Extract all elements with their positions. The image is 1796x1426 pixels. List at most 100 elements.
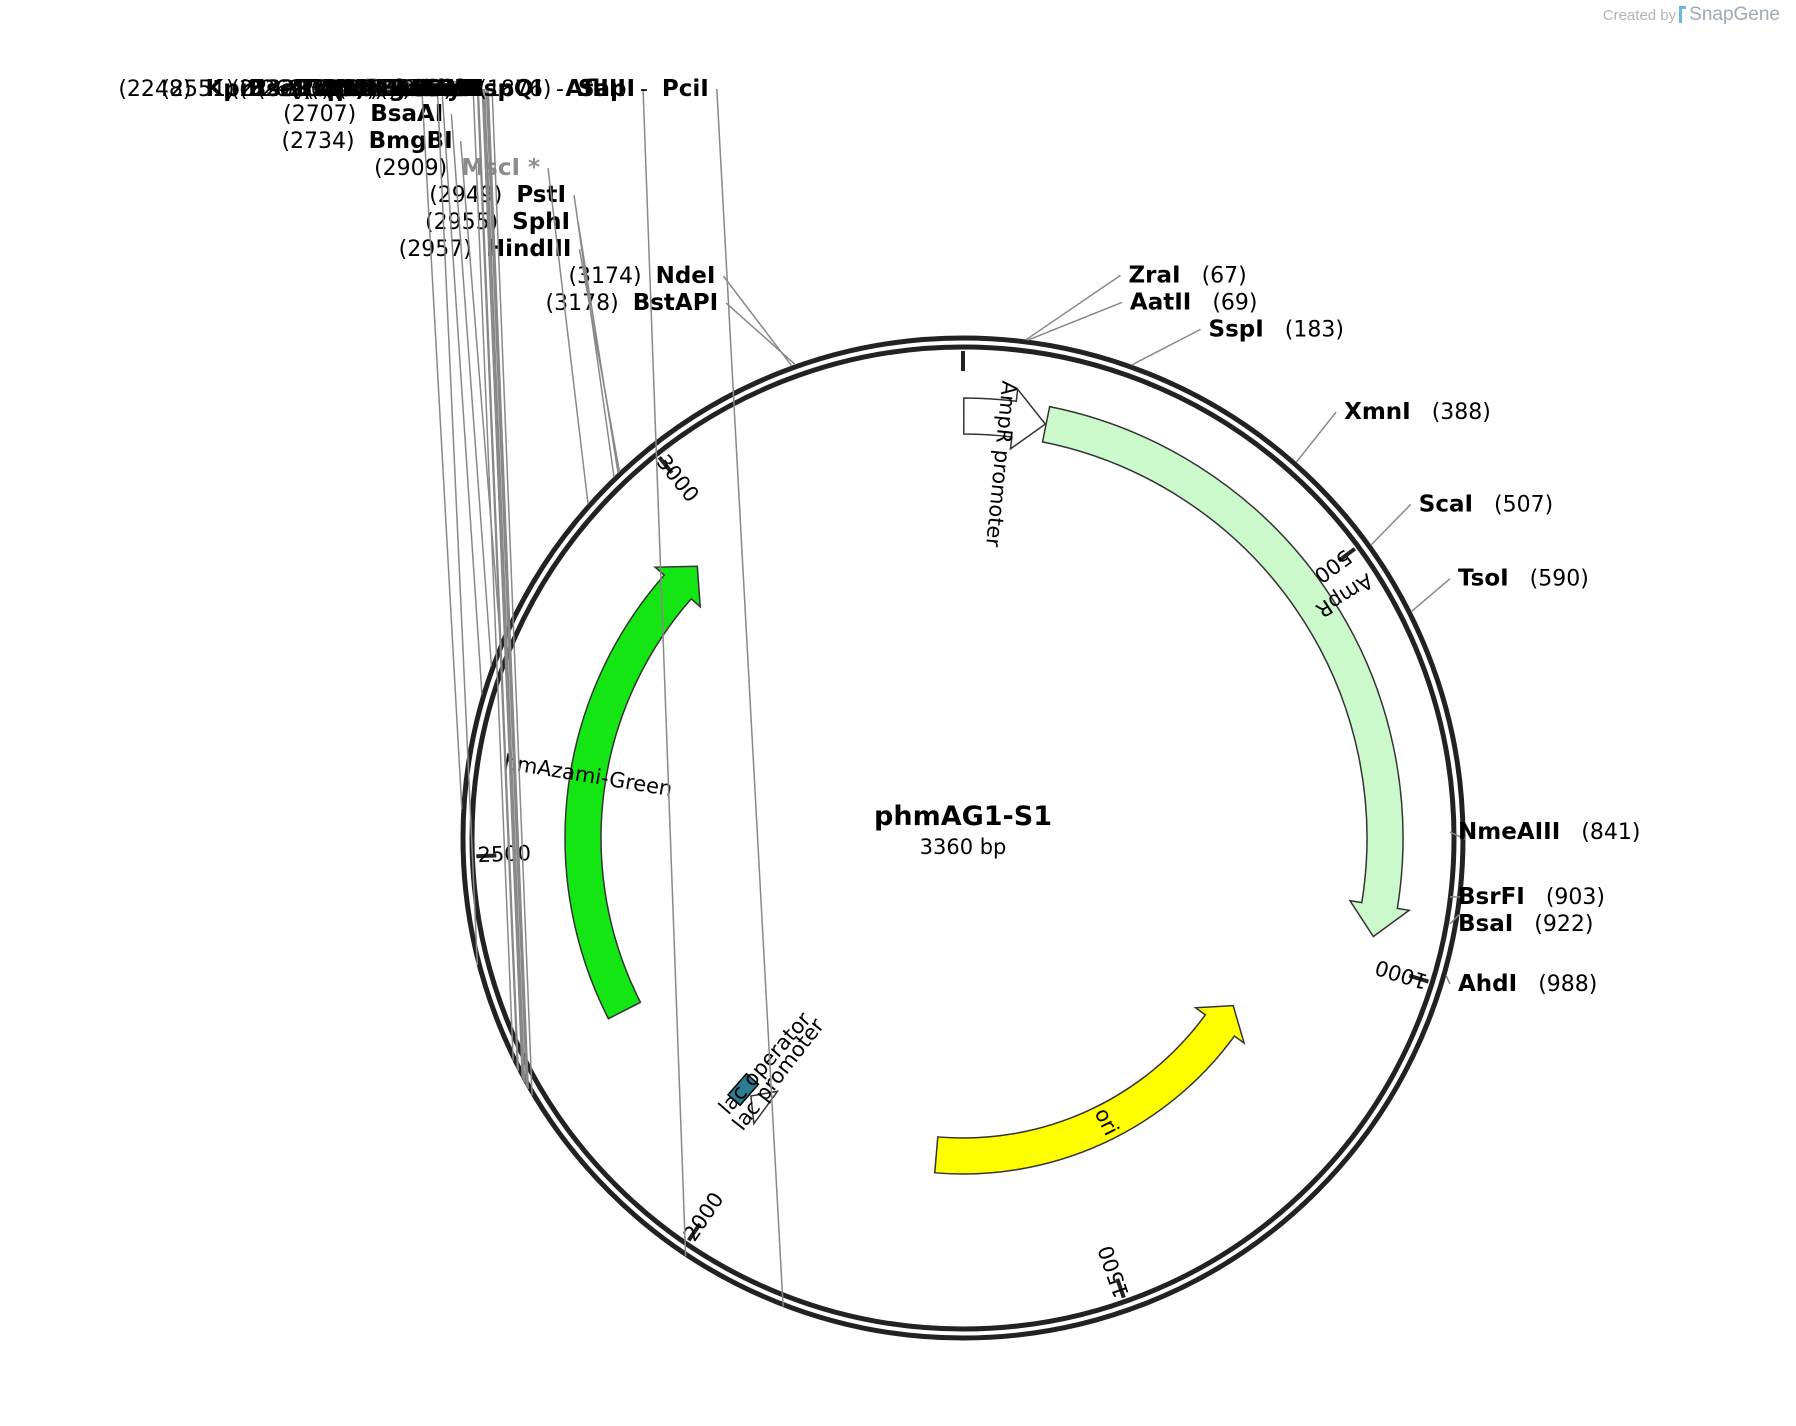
- site-label[interactable]: (2248) KpnI - TspMI - XmaI: [118, 76, 476, 102]
- site-zrai[interactable]: ZraI (67): [1025, 262, 1247, 341]
- site-bsai[interactable]: BsaI (922): [1449, 911, 1593, 937]
- enzyme-name: BspQI: [466, 76, 542, 102]
- enzyme-name: StyI: [419, 76, 470, 102]
- site-label[interactable]: (2250) SmaI: [324, 76, 476, 102]
- site-label[interactable]: (3178) BstAPI: [546, 290, 719, 316]
- site-label[interactable]: (2242) SacI: [338, 76, 479, 102]
- site-leader-line: [482, 88, 525, 1081]
- site-ncoi[interactable]: (2262) NcoI - StyI: [239, 76, 520, 1071]
- site-label[interactable]: (1876) AflIII - PciI: [478, 76, 709, 102]
- site-label[interactable]: (2955) SphI: [425, 209, 570, 235]
- site-bsaai[interactable]: (2707) BsaAI: [283, 101, 493, 667]
- site-tsoi[interactable]: TsoI (590): [1410, 566, 1589, 613]
- site-eco53ki[interactable]: (2240) Eco53kI: [292, 76, 530, 1090]
- site-leader-line: [1449, 831, 1466, 840]
- site-label[interactable]: NmeAIII (841): [1458, 819, 1640, 845]
- site-label[interactable]: (2262) NcoI - StyI: [239, 76, 470, 102]
- site-ahdi[interactable]: AhdI (988): [1445, 971, 1597, 997]
- site-label[interactable]: BsaI (922): [1458, 911, 1593, 937]
- feature-arrow[interactable]: [750, 1090, 780, 1126]
- site-leader-line: [1025, 274, 1121, 341]
- site-position: (903): [1546, 885, 1605, 910]
- site-label[interactable]: (3174) NdeI: [568, 263, 715, 289]
- site-position: (67): [1202, 263, 1247, 288]
- site-apoi[interactable]: (2232) ApoI - EcoRI: [231, 76, 533, 1096]
- feature-arrow[interactable]: [564, 565, 702, 1020]
- site-label[interactable]: AhdI (988): [1458, 971, 1597, 997]
- site-label[interactable]: ZraI (67): [1128, 262, 1246, 288]
- site-label[interactable]: BsrFI (903): [1458, 884, 1605, 910]
- site-ndei[interactable]: (3174) NdeI: [568, 263, 793, 367]
- site-scai[interactable]: ScaI (507): [1370, 491, 1553, 546]
- feature-ori[interactable]: ori: [933, 1004, 1246, 1175]
- site-pflmi[interactable]: (2383) PflMI *: [257, 76, 479, 966]
- site-label[interactable]: (2244) Acc65I: [306, 76, 479, 102]
- site-label[interactable]: (2240) Eco53kI: [292, 76, 480, 102]
- site-leader-line: [450, 114, 493, 667]
- site-position: (841): [1581, 820, 1640, 845]
- feature-arrow[interactable]: [933, 1004, 1246, 1175]
- site-leader-line: [459, 141, 502, 643]
- site-label[interactable]: TsoI (590): [1458, 566, 1589, 592]
- site-bamhi[interactable]: (2253) BamHI: [302, 76, 524, 1079]
- site-xmni[interactable]: XmnI (388): [1295, 399, 1491, 463]
- site-label[interactable]: (2274) BclI *: [310, 76, 465, 102]
- site-acc65i[interactable]: (2244) Acc65I: [306, 76, 528, 1086]
- site-msci[interactable]: (2909) MscI *: [374, 155, 589, 505]
- site-label[interactable]: (2383) PflMI *: [257, 76, 430, 102]
- site-bcli[interactable]: (2274) BclI *: [310, 76, 514, 1061]
- site-label[interactable]: (2264) AleI: [332, 76, 469, 102]
- site-label[interactable]: XmnI (388): [1344, 399, 1491, 425]
- site-sphi[interactable]: (2955) SphI: [425, 209, 619, 474]
- site-leader-line: [421, 88, 463, 809]
- enzyme-name: ApoI: [318, 76, 377, 102]
- site-saci[interactable]: (2242) SacI: [338, 76, 529, 1088]
- site-label[interactable]: (2734) BmgBI: [281, 128, 452, 154]
- site-kpni[interactable]: (2248) KpnI - TspMI - XmaI: [118, 76, 526, 1083]
- site-sspi[interactable]: SspI (183): [1131, 316, 1344, 366]
- site-position: (183): [1285, 317, 1344, 342]
- site-spacer: [1264, 317, 1285, 342]
- site-position: (388): [1432, 400, 1491, 425]
- enzyme-name: AhdI: [1458, 971, 1517, 997]
- site-bstapi[interactable]: (3178) BstAPI: [546, 290, 796, 366]
- feature-arrow[interactable]: [1041, 405, 1412, 938]
- site-bsrfi[interactable]: BsrFI (903): [1449, 884, 1605, 910]
- site-position: (3174): [568, 264, 641, 289]
- site-separator: [619, 291, 633, 316]
- site-label[interactable]: (2551) BseRI - BsgI: [161, 76, 413, 102]
- site-alei[interactable]: (2264) AleI: [332, 76, 519, 1070]
- feature-shape[interactable]: [726, 1072, 760, 1107]
- site-label[interactable]: (2675) BbsI: [291, 76, 434, 102]
- site-afliii[interactable]: (1876) AflIII - PciI: [478, 76, 784, 1307]
- feature-ampr[interactable]: AmpR: [1041, 405, 1412, 938]
- tick-label: 3000: [652, 450, 704, 507]
- enzyme-name: XmaI: [411, 76, 477, 102]
- site-aatii[interactable]: AatII (69): [1027, 289, 1258, 341]
- site-separator: [191, 77, 205, 102]
- enzyme-name: SapI: [578, 76, 635, 102]
- feature-hmazami-green[interactable]: hmAzami-Green: [502, 565, 702, 1020]
- site-label[interactable]: AatII (69): [1130, 289, 1258, 315]
- feature-arrow[interactable]: [963, 387, 1047, 451]
- site-leader-line: [1410, 578, 1451, 613]
- site-label[interactable]: (1993) BspQI - SapI: [379, 76, 635, 102]
- site-smai[interactable]: (2250) SmaI: [324, 76, 525, 1081]
- site-label[interactable]: (2707) BsaAI: [283, 101, 443, 127]
- site-bspqi[interactable]: (1993) BspQI - SapI: [379, 76, 687, 1257]
- site-position: (2244): [306, 77, 379, 102]
- site-spacer: [1560, 820, 1581, 845]
- site-leader-line: [487, 88, 530, 1090]
- site-label[interactable]: SspI (183): [1209, 316, 1344, 342]
- site-label[interactable]: (2232) ApoI - EcoRI: [231, 76, 484, 102]
- site-leader-line: [725, 302, 796, 366]
- feature-ampr-promoter[interactable]: AmpR promoter: [963, 380, 1047, 549]
- site-bseri[interactable]: (2551) BseRI - BsgI: [161, 76, 463, 809]
- site-label[interactable]: (2909) MscI *: [374, 155, 540, 181]
- enzyme-name: MscI *: [461, 155, 540, 181]
- site-nmeaiii[interactable]: NmeAIII (841): [1449, 819, 1640, 845]
- site-bbsi[interactable]: (2675) BbsI: [291, 76, 483, 695]
- site-label[interactable]: ScaI (507): [1419, 491, 1553, 517]
- site-bmgbi[interactable]: (2734) BmgBI: [281, 128, 502, 643]
- site-label[interactable]: (2253) BamHI: [302, 76, 474, 102]
